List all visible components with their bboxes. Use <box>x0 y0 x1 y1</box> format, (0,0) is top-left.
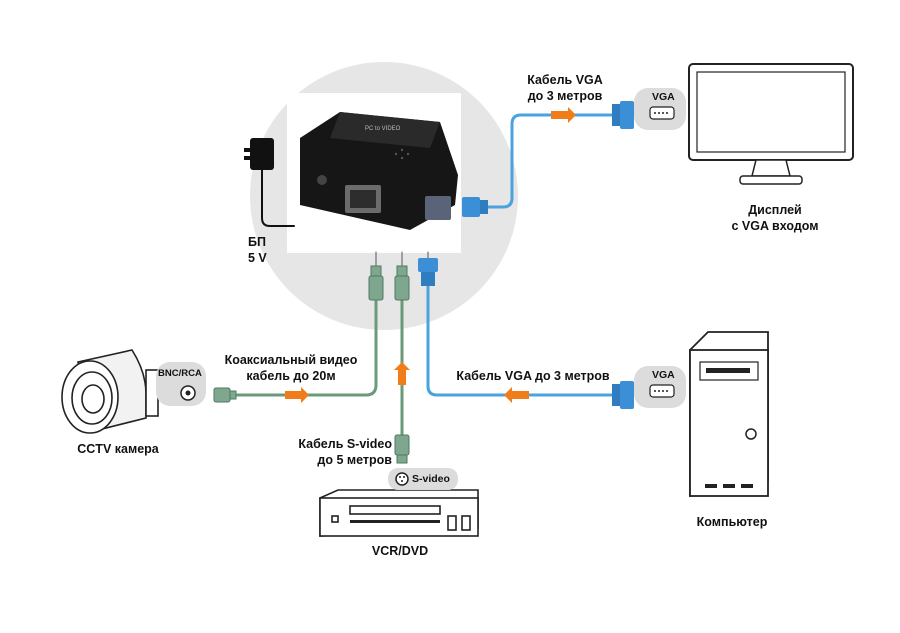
vga-plug-icon <box>418 258 438 286</box>
bnc-port-icon <box>180 385 196 401</box>
converter-box-icon: PC to VIDEO <box>300 112 458 230</box>
vga-plug-icon <box>462 197 488 217</box>
vga-cable-top-label-1: Кабель VGA <box>527 73 603 87</box>
vcr-dvd-icon <box>319 489 479 537</box>
vga-cable-display <box>486 113 614 209</box>
vga-cable-computer <box>426 284 614 397</box>
vga-plug-icon <box>612 101 634 129</box>
vga-port-icon <box>649 384 675 398</box>
computer-tower-icon <box>689 331 769 498</box>
vga-port-icon <box>649 106 675 120</box>
vga-computer-tag: VGA <box>652 369 675 381</box>
monitor-icon <box>688 63 854 185</box>
flow-arrows <box>285 107 576 403</box>
vga-display-tag: VGA <box>652 91 675 103</box>
vga-plug-icon <box>612 381 634 409</box>
svideo-cable-label-1: Кабель S-video <box>298 437 392 451</box>
coax-label-1: Коаксиальный видео <box>224 353 358 367</box>
psu-label-2: 5 V <box>248 251 267 265</box>
svg-text:PC to VIDEO: PC to VIDEO <box>365 126 401 132</box>
power-cord <box>261 169 295 227</box>
svideo-tag: S-video <box>412 473 450 485</box>
flow-arrow-icon <box>504 387 529 403</box>
computer-label: Компьютер <box>696 515 768 529</box>
vga-cable-bottom-label: Кабель VGA до 3 метров <box>456 369 610 383</box>
cctv-label: CCTV камера <box>77 442 159 456</box>
display-label-1: Дисплей <box>748 203 802 217</box>
svideo-port-icon <box>395 472 409 486</box>
flow-arrow-icon <box>285 387 309 403</box>
coax-cable <box>226 298 378 397</box>
display-label-2: с VGA входом <box>731 219 819 233</box>
vga-cable-top-label-2: до 3 метров <box>527 89 603 103</box>
psu-label-1: БП <box>248 235 266 249</box>
cables <box>226 113 614 437</box>
flow-arrow-icon <box>394 362 410 385</box>
bnc-rca-tag: BNC/RCA <box>158 368 202 379</box>
bnc-plug-icon <box>213 265 410 464</box>
cctv-camera-icon <box>61 349 159 434</box>
flow-arrow-icon <box>551 107 576 123</box>
coax-label-2: кабель до 20м <box>246 369 336 383</box>
vcr-label: VCR/DVD <box>371 544 429 558</box>
svideo-cable-label-2: до 5 метров <box>317 453 392 467</box>
power-adapter-icon <box>244 138 274 170</box>
